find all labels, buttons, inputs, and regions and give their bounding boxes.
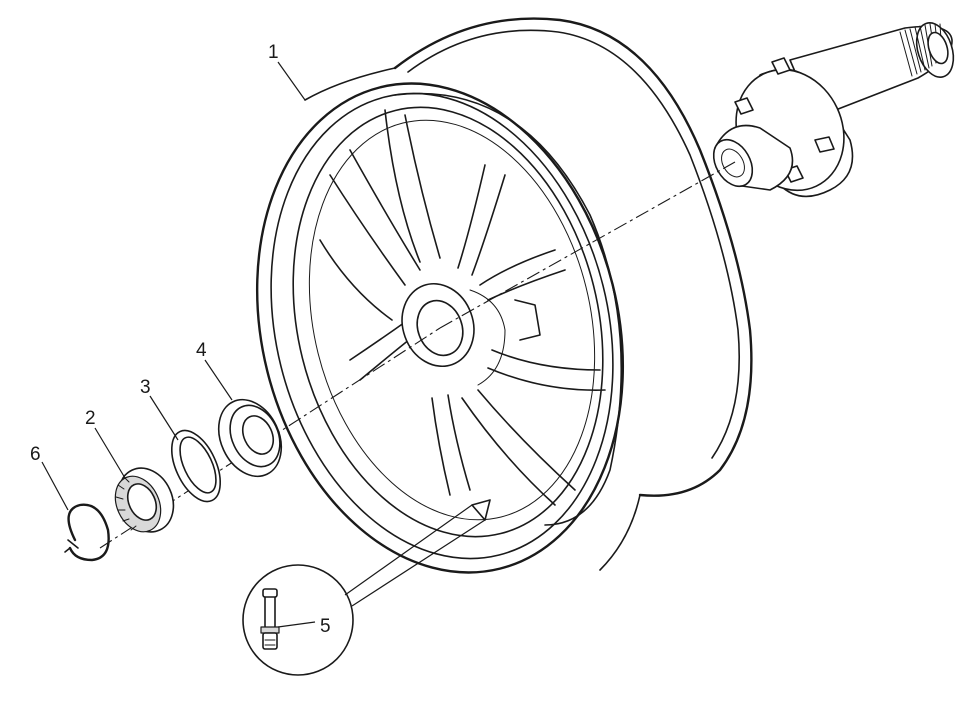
valve-detail-callout	[242, 499, 491, 676]
axle-hub-flange	[712, 22, 955, 198]
tire-valve	[260, 588, 280, 650]
ring-nut	[114, 467, 175, 533]
axle-centerline-rear	[439, 161, 736, 329]
callout-4: 4	[196, 340, 207, 361]
callout-3: 3	[140, 377, 151, 398]
leader-lines	[41, 61, 306, 511]
circlip	[64, 503, 110, 562]
callout-6: 6	[30, 444, 41, 465]
callout-5: 5	[320, 616, 331, 637]
washer	[170, 429, 222, 503]
callout-1: 1	[268, 42, 279, 63]
seal-ring	[217, 398, 283, 478]
wheel-rim	[255, 17, 753, 574]
callout-2: 2	[85, 408, 96, 429]
